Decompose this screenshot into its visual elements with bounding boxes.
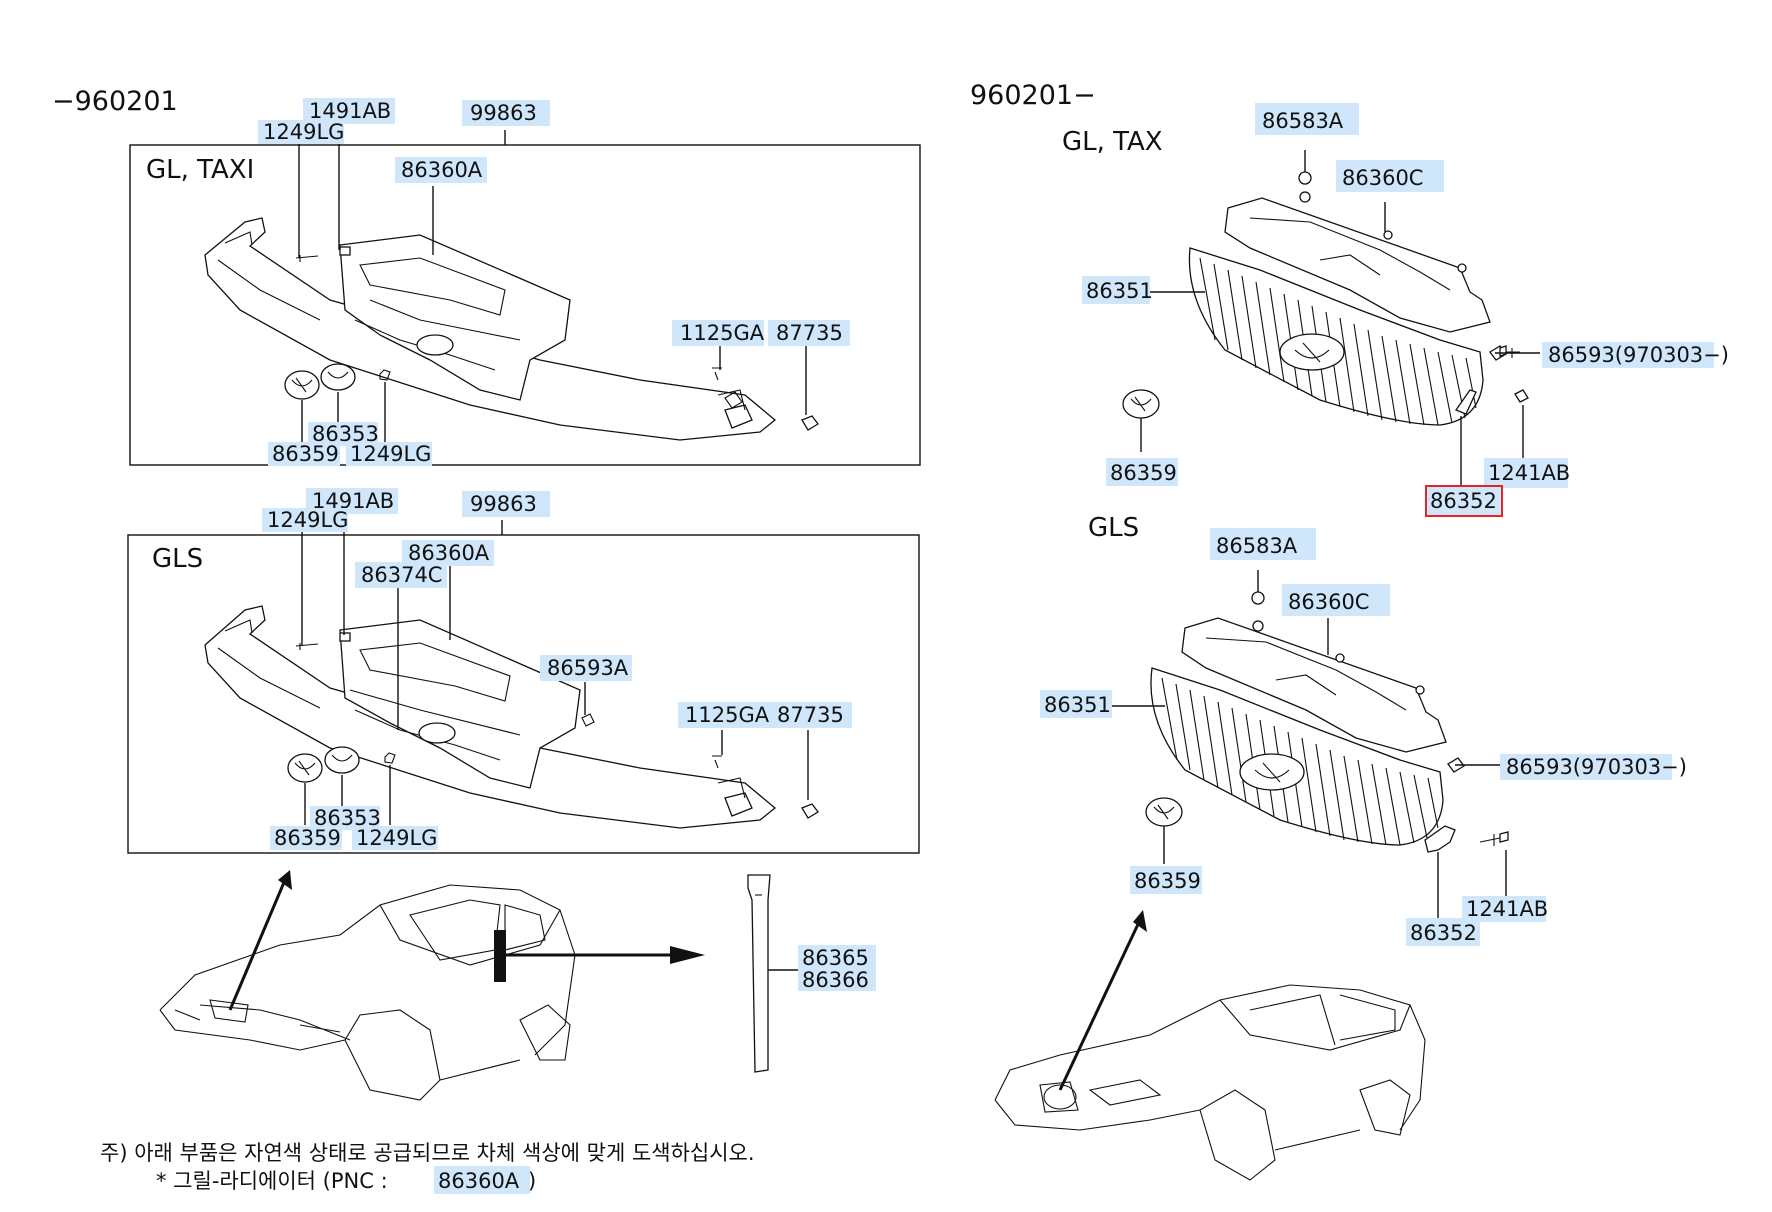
label-86366[interactable]: 86366 [802, 968, 869, 992]
label-1249lg[interactable]: 1249LG [267, 508, 348, 532]
label-1491ab[interactable]: 1491AB [309, 99, 391, 123]
variant-label: GL, TAX [1062, 127, 1163, 157]
panel-frame [129, 144, 921, 466]
label-99863[interactable]: 99863 [470, 492, 537, 516]
paint-note: 주) 아래 부품은 자연색 상태로 공급되므로 차체 색상에 맞게 도색하십시오… [100, 1141, 755, 1165]
label-1249lg[interactable]: 1249LG [263, 120, 344, 144]
label-86352[interactable]: 86352 [1410, 921, 1477, 945]
part-86352 [1424, 825, 1456, 853]
variant-label: GLS [152, 544, 203, 574]
label-86365[interactable]: 86365 [802, 946, 869, 970]
car-illustration-right [994, 910, 1426, 1181]
label-86351[interactable]: 86351 [1086, 279, 1153, 303]
label-1241ab[interactable]: 1241AB [1466, 897, 1548, 921]
car-illustration-left [159, 870, 705, 1101]
molding-86365-86366: 86365 86366 [747, 874, 876, 1073]
pnc-note-prefix: * 그릴-라디에이터 (PNC : [156, 1169, 388, 1193]
group-right-gl-tax: GL, TAX 86583A 86360C 86 [1062, 103, 1729, 517]
label-86360a[interactable]: 86360A [408, 541, 490, 565]
group-right-gls: GLS 86583A 86360C 86351 [1040, 513, 1687, 946]
label-1241ab[interactable]: 1241AB [1488, 461, 1570, 485]
radiator-grille-86351 [1150, 667, 1444, 846]
variant-label: GLS [1088, 513, 1139, 543]
label-86593a[interactable]: 86593A [547, 656, 629, 680]
right-date-range: 960201− [970, 80, 1096, 111]
emblems-86359-86353 [284, 363, 391, 400]
label-87735[interactable]: 87735 [776, 321, 843, 345]
emblem-86359 [287, 753, 323, 783]
panel-left-gl-taxi: GL, TAXI [129, 98, 921, 466]
grille-assembly-drawing [204, 605, 819, 829]
label-1249lg[interactable]: 1249LG [356, 826, 437, 850]
label-86593[interactable]: 86593(970303−) [1506, 755, 1687, 779]
label-86359[interactable]: 86359 [274, 826, 341, 850]
panel-frame [127, 534, 920, 854]
part-86352 [1454, 389, 1477, 415]
label-86593[interactable]: 86593(970303−) [1548, 343, 1729, 367]
label-99863[interactable]: 99863 [470, 101, 537, 125]
left-date-range: −960201 [52, 86, 178, 117]
pnc-note-suffix: ) [528, 1169, 536, 1193]
emblem-86353 [324, 746, 360, 774]
label-1125ga[interactable]: 1125GA [685, 703, 770, 727]
variant-label: GL, TAXI [146, 155, 254, 185]
grille-assembly-drawing [204, 217, 819, 441]
emblem-86353 [320, 363, 356, 391]
label-87735[interactable]: 87735 [777, 703, 844, 727]
label-86351[interactable]: 86351 [1044, 693, 1111, 717]
label-86374c[interactable]: 86374C [361, 563, 442, 587]
label-86359[interactable]: 86359 [1134, 869, 1201, 893]
radiator-grille-86351 [1188, 247, 1484, 426]
label-86359[interactable]: 86359 [1110, 461, 1177, 485]
label-1249lg[interactable]: 1249LG [350, 442, 431, 466]
label-1125ga[interactable]: 1125GA [680, 321, 765, 345]
label-86583a[interactable]: 86583A [1262, 109, 1344, 133]
selected-part-highlight [1425, 485, 1503, 517]
emblem-86359 [1122, 389, 1160, 419]
upper-cover-86360c [1224, 197, 1491, 333]
pnc-note-number[interactable]: 86360A [438, 1169, 520, 1193]
label-86359[interactable]: 86359 [272, 442, 339, 466]
label-86360a[interactable]: 86360A [401, 158, 483, 182]
label-86360c[interactable]: 86360C [1342, 166, 1423, 190]
label-86352-selected[interactable]: 86352 [1430, 489, 1497, 513]
label-86583a[interactable]: 86583A [1216, 534, 1298, 558]
emblems-86359-86353 [287, 746, 396, 783]
panel-left-gls: GLS [127, 488, 920, 854]
emblem-86359 [1145, 797, 1183, 827]
upper-cover-86360c [1181, 617, 1447, 753]
label-86360c[interactable]: 86360C [1288, 590, 1369, 614]
emblem-86359 [284, 370, 320, 400]
